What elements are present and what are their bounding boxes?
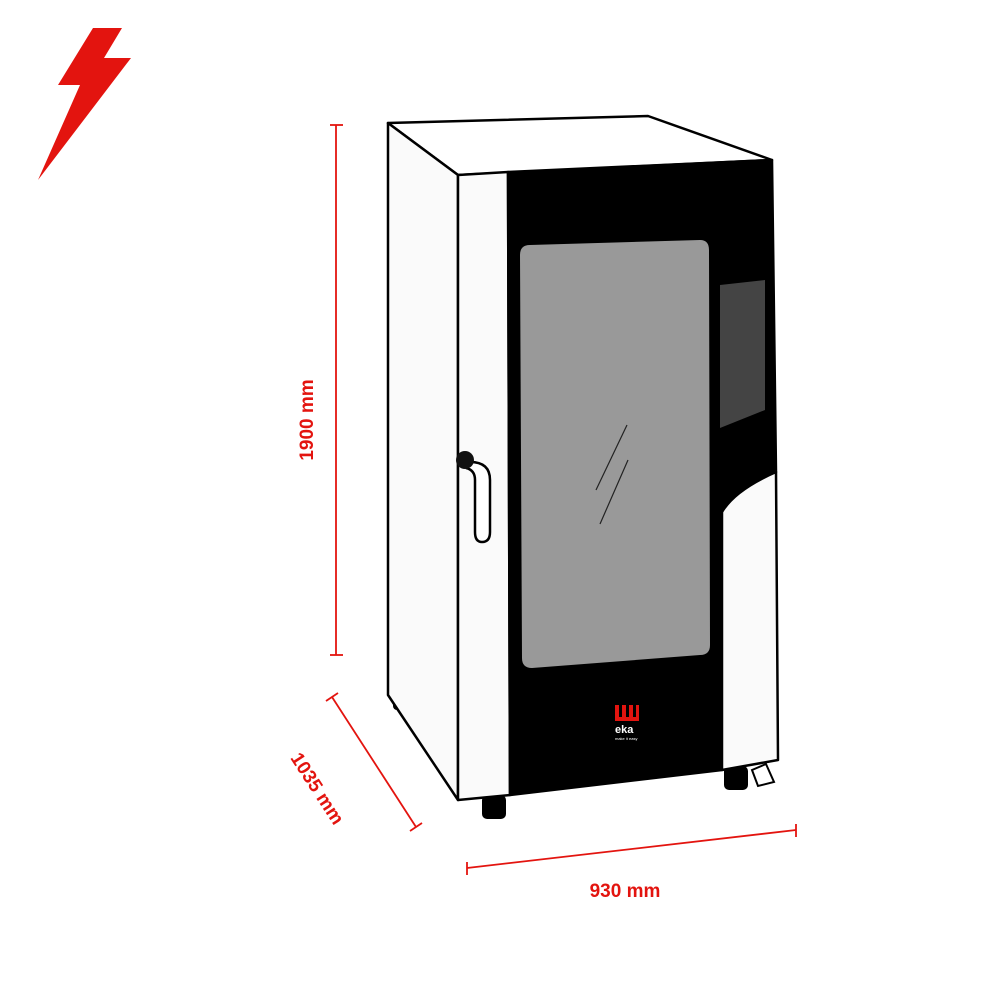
dimension-depth <box>325 692 423 832</box>
dimension-width <box>466 824 797 875</box>
door-handle[interactable] <box>456 451 492 544</box>
depth-label: 1035 mm <box>286 749 348 829</box>
control-display <box>720 280 765 428</box>
glass-reflection <box>595 424 629 525</box>
logo-brand: eka <box>615 724 634 736</box>
oven-left-side <box>386 121 460 802</box>
door-glass <box>520 240 710 668</box>
lightning-bolt-icon <box>38 28 131 180</box>
logo-tagline: make it easy <box>615 736 637 741</box>
dimension-height <box>330 124 343 656</box>
width-label: 930 mm <box>590 881 661 902</box>
height-label: 1900 mm <box>297 379 318 460</box>
eka-logo: eka make it easy <box>615 705 639 741</box>
control-lower-panel <box>720 470 780 772</box>
